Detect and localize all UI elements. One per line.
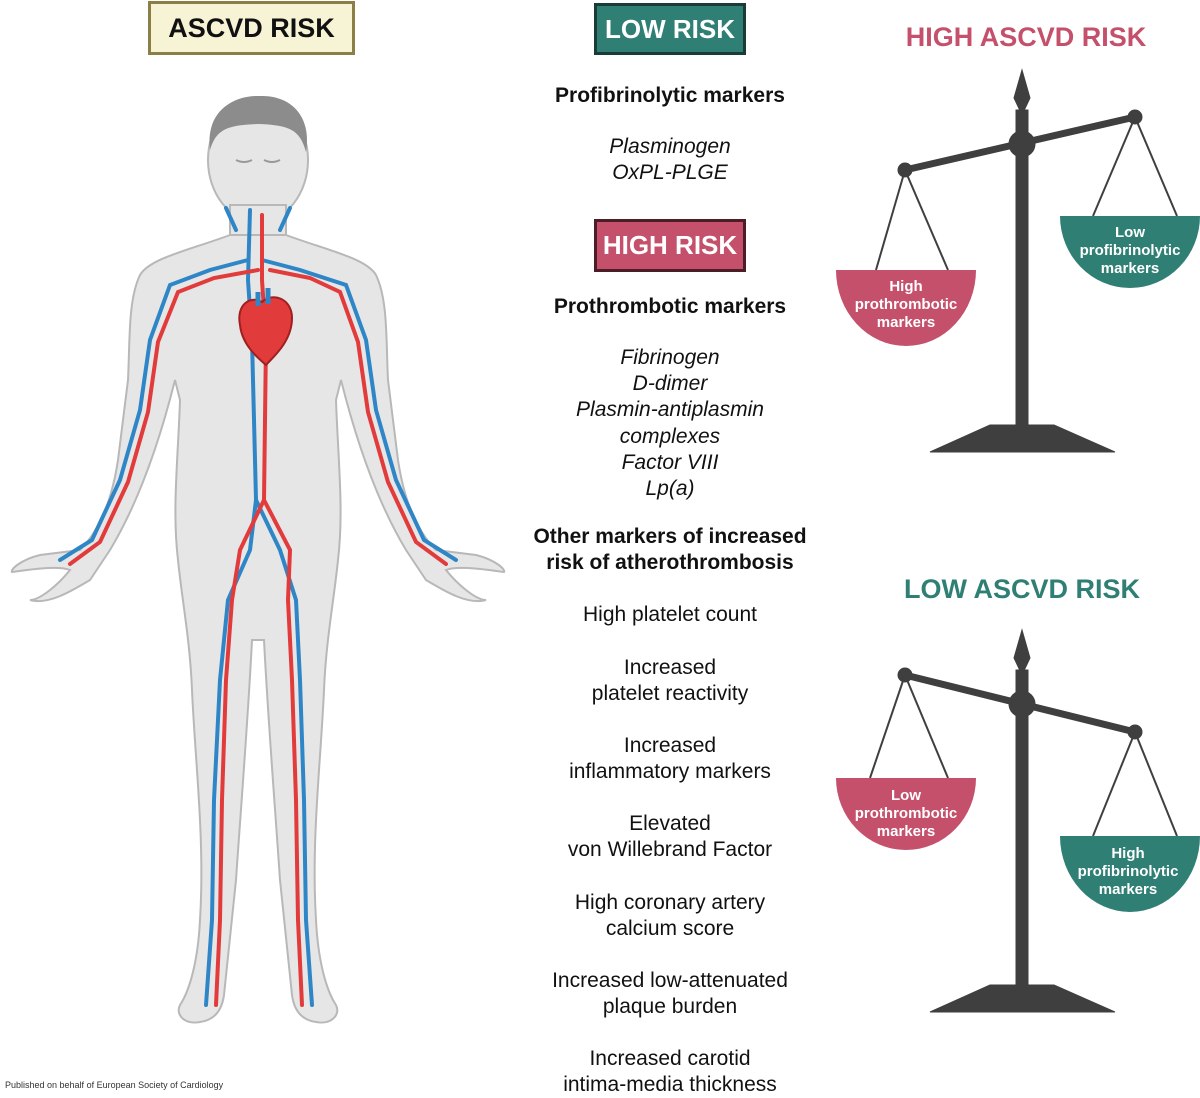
high-risk-item: Lp(a) [645,477,695,500]
low-risk-title: LOW RISK [594,3,746,55]
high-risk-title: HIGH RISK [594,219,746,272]
prothrombotic-header: Prothrombotic markers [553,295,787,318]
scale-base [929,984,1116,1013]
publisher-credit: Published on behalf of European Society … [5,1080,224,1090]
other-markers-header: Other markers of increased [533,525,807,548]
other-marker-item: Increased carotid [589,1047,751,1070]
other-marker-item: Increased low-attenuated [552,969,788,992]
scale-pivot [1008,690,1036,718]
ascvd-risk-title: ASCVD RISK [148,1,355,55]
low-risk-scale [836,628,1200,1013]
other-marker-item: Elevated [629,812,711,835]
profibrinolytic-header: Profibrinolytic markers [555,84,785,107]
other-marker-item: plaque burden [602,995,738,1018]
scale-finial [1013,68,1031,117]
high-risk-item: Plasmin-antiplasmin [576,398,764,421]
high-risk-item: Fibrinogen [620,346,720,369]
low-ascvd-risk-title: LOW ASCVD RISK [904,574,1140,604]
other-marker-item: Increased [623,734,717,757]
low-risk-item: OxPL-PLGE [612,161,728,184]
high-risk-item: Factor VIII [621,451,719,474]
prothrombotic-pan [836,778,976,850]
heart [238,288,294,367]
other-marker-item: von Willebrand Factor [567,838,773,861]
other-marker-item: intima-media thickness [563,1073,777,1096]
high-risk-item: D-dimer [632,372,708,395]
high-ascvd-risk-title: HIGH ASCVD RISK [905,22,1147,52]
other-marker-item: platelet reactivity [591,682,749,705]
low-risk-item: Plasminogen [609,135,731,158]
scale-pivot [1008,130,1036,158]
other-marker-item: inflammatory markers [569,760,771,783]
prothrombotic-pan [836,270,976,346]
other-markers-header: risk of atherothrombosis [546,551,794,574]
other-marker-item: Increased [623,656,717,679]
other-marker-item: High coronary artery [574,891,766,914]
profibrinolytic-pan [1060,216,1200,288]
high-risk-item: complexes [619,425,721,448]
scale-finial [1013,628,1031,677]
high-risk-scale [836,68,1200,453]
hair [209,95,307,152]
profibrinolytic-pan [1060,836,1200,912]
human-body-illustration [10,95,506,1024]
other-marker-item: calcium score [605,917,735,940]
other-marker-item: High platelet count [583,603,757,626]
scale-base [929,424,1116,453]
